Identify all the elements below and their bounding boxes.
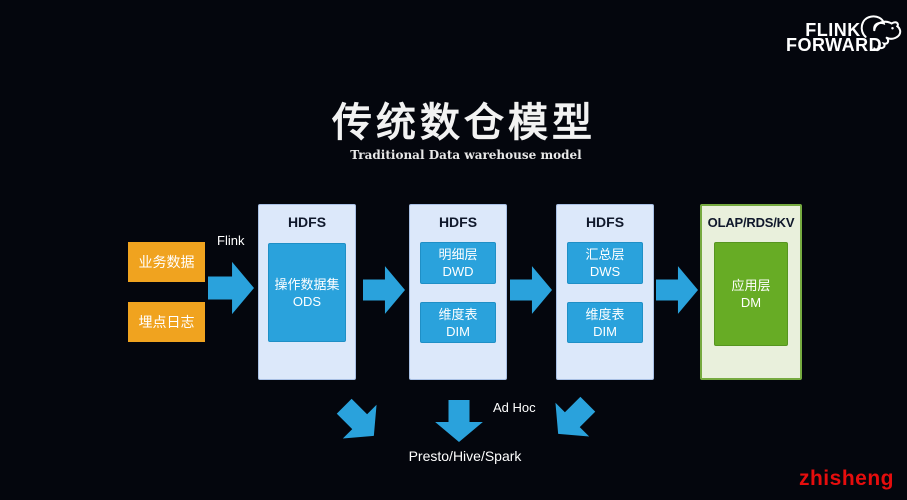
arrow-ods-to-dwd-icon <box>363 263 405 317</box>
dm-label-en: DM <box>740 295 762 310</box>
slide-subtitle: Traditional Data warehouse model <box>350 148 582 162</box>
slide-title: 传统数仓模型 <box>332 99 596 146</box>
flink-forward-logo: FLINK FORWARD <box>786 10 904 68</box>
arrow-ods-to-engines-icon <box>325 387 393 455</box>
dim-box-2: 维度表 DIM <box>567 302 643 343</box>
olap-container-dm: OLAP/RDS/KV 应用层 DM <box>700 204 802 380</box>
query-engines-label: Presto/Hive/Spark <box>408 448 522 464</box>
dws-label-cn: 汇总层 <box>585 247 625 262</box>
zhisheng-watermark: zhisheng <box>798 467 894 490</box>
logo-line-forward: FORWARD <box>786 35 883 55</box>
container-title-hdfs-2: HDFS <box>438 214 478 230</box>
dwd-box: 明细层 DWD <box>420 242 496 284</box>
hdfs-container-dwd: HDFS 明细层 DWD 维度表 DIM <box>409 204 507 380</box>
dws-label-en: DWS <box>589 264 621 279</box>
source-box-business-data: 业务数据 <box>128 242 205 282</box>
dim1-label-en: DIM <box>446 323 470 339</box>
hdfs-container-ods: HDFS 操作数据集 ODS <box>258 204 356 380</box>
arrow-dwd-to-engines-icon <box>432 400 486 442</box>
hdfs-container-dws: HDFS 汇总层 DWS 维度表 DIM <box>556 204 654 380</box>
dws-box: 汇总层 DWS <box>567 242 643 284</box>
dim-box-1: 维度表 DIM <box>420 302 496 343</box>
ad-hoc-label: Ad Hoc <box>493 400 536 415</box>
container-title-olap: OLAP/RDS/KV <box>707 215 795 230</box>
source-box-tracking-logs: 埋点日志 <box>128 302 205 342</box>
dwd-label-en: DWD <box>442 264 474 279</box>
arrow-dws-to-engines-icon <box>539 385 607 453</box>
ods-label-cn: 操作数据集 <box>274 276 340 292</box>
arrow-dws-to-dm-icon <box>656 263 698 317</box>
dm-box: 应用层 DM <box>714 242 788 346</box>
dim2-label-cn: 维度表 <box>585 306 625 322</box>
source-label-business-data: 业务数据 <box>138 254 195 270</box>
logo-line-flink: FLINK <box>805 20 861 40</box>
container-title-hdfs-1: HDFS <box>287 214 327 230</box>
ods-label-en: ODS <box>292 293 322 309</box>
ods-box: 操作数据集 ODS <box>268 243 346 342</box>
arrow-sources-to-ods-icon <box>208 258 254 318</box>
dim2-label-en: DIM <box>593 323 617 339</box>
logo-text: FLINK FORWARD <box>786 20 883 55</box>
source-label-tracking-logs: 埋点日志 <box>138 314 195 330</box>
dim1-label-cn: 维度表 <box>438 306 478 322</box>
squirrel-icon <box>860 15 902 52</box>
flink-arrow-label: Flink <box>217 233 245 248</box>
container-title-hdfs-3: HDFS <box>585 214 625 230</box>
dm-label-cn: 应用层 <box>731 278 771 293</box>
dwd-label-cn: 明细层 <box>438 247 478 262</box>
arrow-dwd-to-dws-icon <box>510 263 552 317</box>
